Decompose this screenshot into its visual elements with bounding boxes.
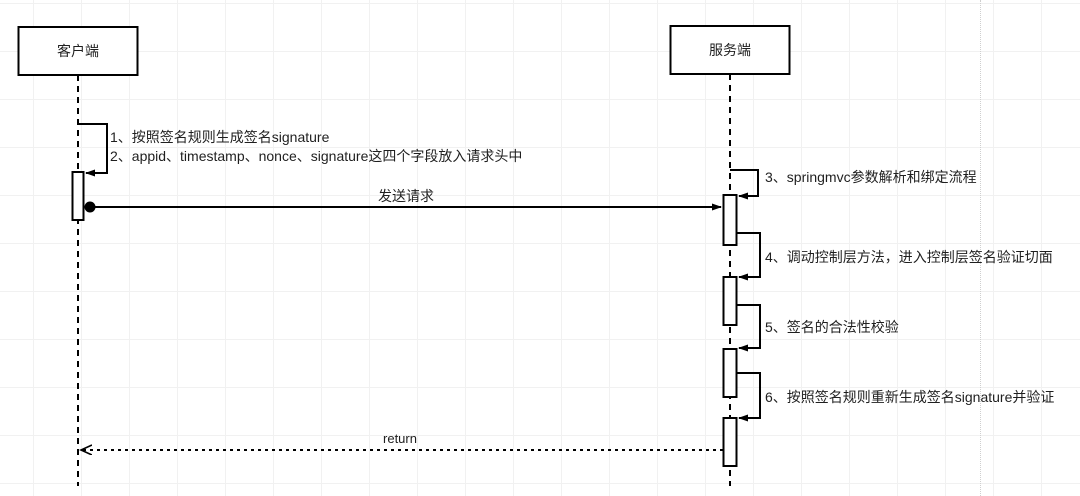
server-actor-label: 服务端 [709, 42, 751, 58]
server-activation-bar-4 [722, 417, 738, 467]
step6-label: 6、按照签名规则重新生成签名signature并验证 [765, 389, 1055, 405]
server-self-message-arrow-5 [737, 304, 761, 352]
client-self-message-label: 1、按照签名规则生成签名signature 2、appid、timestamp、… [110, 128, 522, 166]
send-request-label: 发送请求 [378, 188, 434, 204]
server-activation-bar-3 [722, 348, 738, 398]
server-self-message-arrow-3 [730, 169, 759, 200]
server-self-message-arrow-4 [737, 232, 761, 281]
server-self-message-arrow-6 [737, 372, 761, 422]
return-label: return [383, 431, 417, 446]
step4-label: 4、调动控制层方法，进入控制层签名验证切面 [765, 249, 1053, 265]
client-actor-box [17, 26, 139, 76]
server-actor-box [669, 25, 791, 75]
server-activation-bar-1 [722, 194, 738, 246]
step1-text: 1、按照签名规则生成签名signature [110, 129, 330, 145]
page-break-line [980, 0, 981, 496]
step3-label: 3、springmvc参数解析和绑定流程 [765, 169, 977, 185]
client-actor-label: 客户端 [57, 43, 99, 59]
server-activation-bar-2 [722, 276, 738, 326]
client-self-message-arrow [78, 123, 108, 177]
client-activation-bar [71, 171, 85, 221]
send-request-origin-dot [84, 201, 96, 213]
step5-label: 5、签名的合法性校验 [765, 319, 899, 335]
step2-text: 2、appid、timestamp、nonce、signature这四个字段放入… [110, 148, 523, 164]
